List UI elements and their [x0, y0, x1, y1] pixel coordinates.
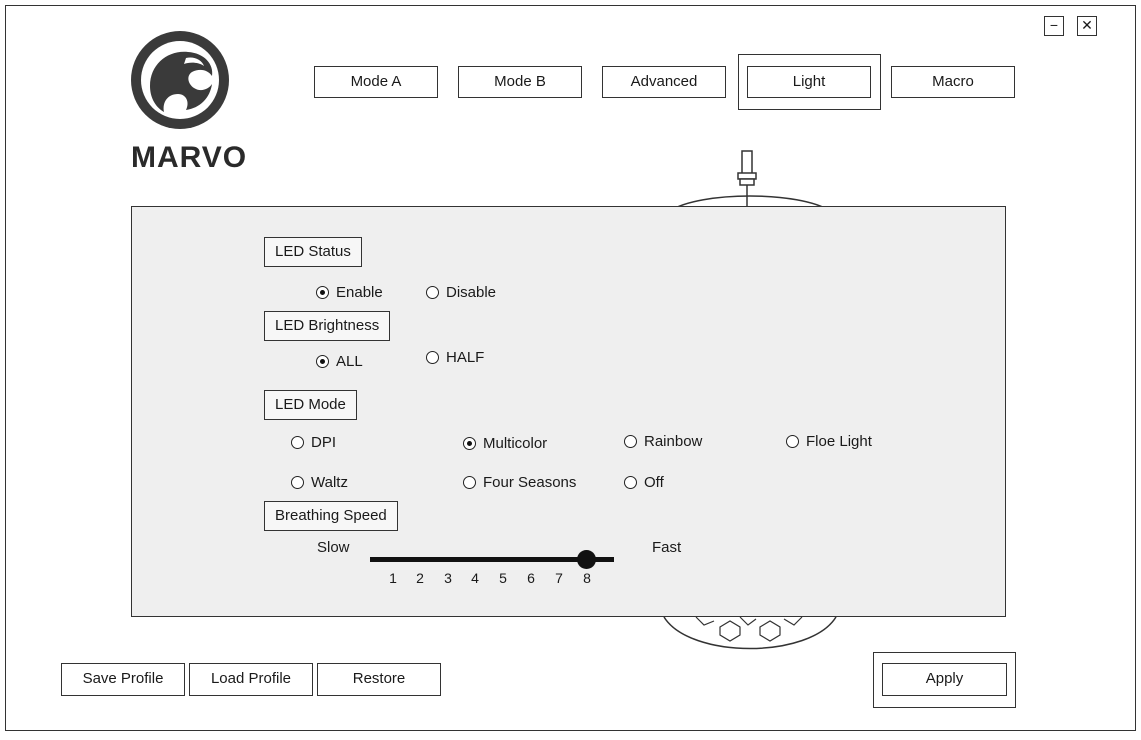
led-status-title: LED Status	[264, 237, 362, 267]
radio-label: HALF	[446, 349, 485, 366]
radio-led-enable[interactable]: Enable	[316, 284, 383, 301]
radio-checked-icon	[463, 437, 476, 450]
brand-name: MARVO	[131, 141, 248, 174]
radio-mode-waltz[interactable]: Waltz	[291, 474, 348, 491]
radio-unchecked-icon	[786, 435, 799, 448]
radio-label: Rainbow	[644, 433, 703, 450]
radio-mode-dpi[interactable]: DPI	[291, 434, 336, 451]
radio-label: Four Seasons	[483, 474, 577, 491]
radio-mode-four-seasons[interactable]: Four Seasons	[463, 474, 576, 491]
radio-unchecked-icon	[426, 351, 439, 364]
led-mode-title: LED Mode	[264, 390, 357, 420]
radio-checked-icon	[316, 355, 329, 368]
breathing-speed-title: Breathing Speed	[264, 501, 398, 531]
radio-unchecked-icon	[463, 476, 476, 489]
load-profile-button[interactable]: Load Profile	[189, 663, 313, 696]
slider-tick-label: 2	[416, 570, 424, 586]
radio-mode-off[interactable]: Off	[624, 474, 664, 491]
radio-label: Disable	[446, 284, 497, 301]
tab-mode-b[interactable]: Mode B	[458, 66, 582, 98]
speed-slider-thumb[interactable]	[577, 550, 597, 569]
radio-label: Enable	[336, 284, 383, 301]
restore-button[interactable]: Restore	[317, 663, 441, 696]
radio-brightness-all[interactable]: ALL	[316, 353, 363, 370]
radio-unchecked-icon	[426, 286, 439, 299]
radio-label: Floe Light	[806, 433, 872, 450]
radio-brightness-half[interactable]: HALF	[426, 349, 484, 366]
slider-tick-label: 8	[583, 570, 591, 586]
radio-label: DPI	[311, 434, 337, 451]
radio-label: ALL	[336, 353, 363, 370]
slider-tick-label: 1	[389, 570, 397, 586]
slider-tick-label: 3	[444, 570, 452, 586]
tab-light[interactable]: Light	[747, 66, 871, 98]
marvo-logo-icon	[131, 31, 229, 129]
radio-checked-icon	[316, 286, 329, 299]
radio-mode-rainbow[interactable]: Rainbow	[624, 433, 702, 450]
tab-advanced[interactable]: Advanced	[602, 66, 726, 98]
save-profile-button[interactable]: Save Profile	[61, 663, 185, 696]
speed-slider-track[interactable]	[370, 557, 614, 562]
radio-unchecked-icon	[624, 435, 637, 448]
slider-slow-label: Slow	[317, 539, 350, 556]
radio-unchecked-icon	[291, 476, 304, 489]
radio-led-disable[interactable]: Disable	[426, 284, 496, 301]
radio-mode-multicolor[interactable]: Multicolor	[463, 435, 547, 452]
tab-mode-a[interactable]: Mode A	[314, 66, 438, 98]
slider-tick-label: 5	[499, 570, 507, 586]
tab-macro[interactable]: Macro	[891, 66, 1015, 98]
radio-label: Multicolor	[483, 435, 548, 452]
apply-button-frame	[873, 652, 1016, 708]
slider-tick-label: 6	[527, 570, 535, 586]
apply-button[interactable]: Apply	[882, 663, 1007, 696]
radio-label: Waltz	[311, 474, 348, 491]
slider-tick-label: 7	[555, 570, 563, 586]
radio-mode-floe-light[interactable]: Floe Light	[786, 433, 872, 450]
led-brightness-title: LED Brightness	[264, 311, 391, 341]
slider-fast-label: Fast	[652, 539, 682, 556]
mouse-bottom-illustration	[663, 616, 837, 650]
slider-tick-label: 4	[471, 570, 479, 586]
minimize-button[interactable]: −	[1044, 16, 1064, 36]
tab-light-active-frame	[738, 54, 881, 110]
radio-unchecked-icon	[624, 476, 637, 489]
close-button[interactable]: ✕	[1077, 16, 1097, 36]
light-settings-panel	[131, 206, 1006, 617]
radio-unchecked-icon	[291, 436, 304, 449]
app-window-frame	[5, 5, 1136, 731]
radio-label: Off	[644, 474, 664, 491]
mouse-top-illustration	[669, 150, 831, 211]
